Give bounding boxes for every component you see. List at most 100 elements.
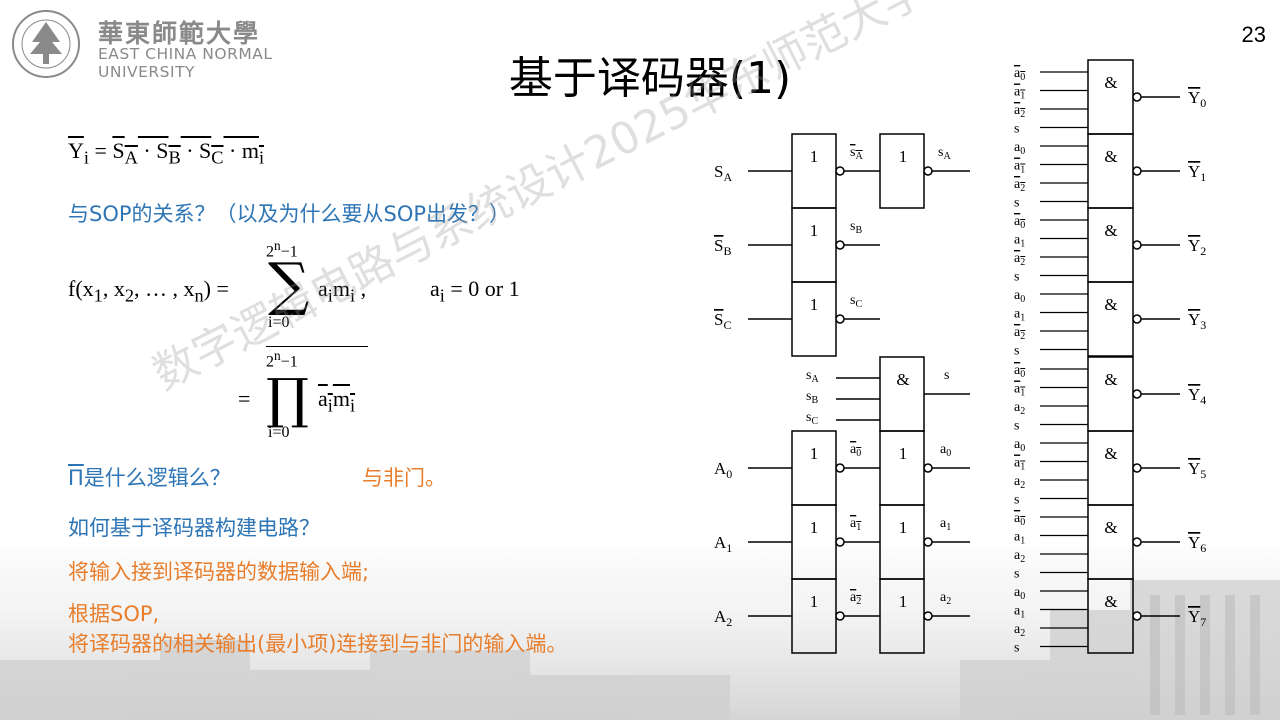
- sum-equation: f(x1, x2, … , xn) = 2n−1 ∑ i=0 aimi , ai…: [68, 238, 520, 331]
- gate-sa-inverter: [791, 133, 837, 209]
- gate-label: &: [1104, 592, 1117, 611]
- gate-label: 1: [810, 592, 819, 611]
- output-label-y2: Y2: [1188, 236, 1206, 258]
- step-1: 将输入接到译码器的数据输入端;: [68, 560, 370, 584]
- nand-input-label: s: [1014, 493, 1019, 508]
- nand-input-label: a1: [1014, 604, 1025, 621]
- gate-sc-buffer: [791, 281, 837, 357]
- pi-question: Π是什么逻辑么？: [68, 466, 231, 490]
- nand-input-label: a2: [1014, 251, 1025, 268]
- gate-y2-nand: [1087, 207, 1134, 283]
- nand-input-label: a0: [1014, 140, 1025, 157]
- gate-y7-nand: [1087, 578, 1134, 654]
- and-output-s: s: [944, 368, 949, 383]
- output-label-y5: Y5: [1188, 459, 1206, 481]
- gate-y5-nand: [1087, 430, 1134, 506]
- gate-label: 1: [810, 518, 819, 537]
- wire-label-a2: a2: [940, 590, 951, 607]
- nand-input-label: a1: [1014, 530, 1025, 547]
- nand-input-label: a0: [1014, 363, 1025, 380]
- page-number: 23: [1241, 22, 1266, 47]
- gate-a0-inverter: [791, 430, 837, 506]
- campus-skyline-background: [0, 540, 1280, 720]
- output-label-y3: Y3: [1188, 310, 1206, 332]
- gate-label: 1: [899, 518, 908, 537]
- nand-input-label: a0: [1014, 585, 1025, 602]
- output-label-y7: Y7: [1188, 607, 1206, 629]
- nand-input-label: a0: [1014, 288, 1025, 305]
- gate-label: &: [1104, 73, 1117, 92]
- nand-input-label: a0: [1014, 214, 1025, 231]
- nand-input-label: a1: [1014, 456, 1025, 473]
- logo-english-line1: EAST CHINA NORMAL: [98, 45, 273, 63]
- wire-label-sa: sA: [938, 145, 951, 162]
- step-3: 将译码器的相关输出(最小项)连接到与非门的输入端。: [68, 632, 568, 656]
- nand-input-label: a2: [1014, 103, 1025, 120]
- nand-input-label: a1: [1014, 159, 1025, 176]
- and-input-sc: sC: [806, 410, 818, 427]
- gate-label: 1: [899, 444, 908, 463]
- wire-label-a2-bar: a2: [850, 590, 861, 607]
- input-label-a1: A1: [714, 533, 732, 555]
- wire-label-a0-bar: a0: [850, 442, 861, 459]
- nand-input-label: a2: [1014, 548, 1025, 565]
- nand-input-label: a2: [1014, 400, 1025, 417]
- nand-input-label: a0: [1014, 437, 1025, 454]
- wire-label-a1-bar: a1: [850, 516, 861, 533]
- nand-input-label: a2: [1014, 622, 1025, 639]
- nand-input-label: s: [1014, 122, 1019, 137]
- output-label-y1: Y1: [1188, 162, 1206, 184]
- output-label-y6: Y6: [1188, 533, 1206, 555]
- gate-sa-second: [879, 133, 925, 209]
- wire-label-sa-bar: sA: [850, 145, 863, 162]
- and-input-sb: sB: [806, 389, 818, 406]
- nand-input-label: a2: [1014, 325, 1025, 342]
- gate-y6-nand: [1087, 504, 1134, 580]
- nand-input-label: s: [1014, 419, 1019, 434]
- gate-a1-second: [879, 504, 925, 580]
- gate-label: &: [1104, 370, 1117, 389]
- gate-label: 1: [810, 221, 819, 240]
- gate-label: &: [1104, 444, 1117, 463]
- gate-enable-and: [879, 356, 925, 432]
- input-label-sc: SC: [714, 310, 731, 332]
- nand-input-label: s: [1014, 270, 1019, 285]
- input-label-sa: SA: [714, 162, 732, 184]
- gate-label: 1: [810, 147, 819, 166]
- gate-label: &: [896, 370, 909, 389]
- wire-label-a1: a1: [940, 516, 951, 533]
- question-sop-relation: 与SOP的关系？（以及为什么要从SOP出发？）: [68, 202, 511, 226]
- nand-input-label: a2: [1014, 474, 1025, 491]
- nand-input-label: a0: [1014, 66, 1025, 83]
- nand-input-label: s: [1014, 641, 1019, 656]
- gate-sb-buffer: [791, 207, 837, 283]
- question-build-circuit: 如何基于译码器构建电路？: [68, 516, 320, 540]
- gate-a1-inverter: [791, 504, 837, 580]
- logo-english-line2: UNIVERSITY: [98, 63, 196, 81]
- slide-title: 基于译码器(1): [508, 53, 792, 104]
- logo-chinese-name: 華東師範大學: [98, 19, 261, 48]
- gate-y0-nand: [1087, 59, 1134, 135]
- gate-label: &: [1104, 518, 1117, 537]
- nand-input-label: s: [1014, 344, 1019, 359]
- pine-emblem-icon: [12, 10, 80, 78]
- nand-input-label: a0: [1014, 511, 1025, 528]
- nand-input-label: a1: [1014, 382, 1025, 399]
- gate-label: 1: [899, 147, 908, 166]
- gate-y3-nand: [1087, 281, 1134, 357]
- nand-input-label: s: [1014, 196, 1019, 211]
- nand-input-label: a1: [1014, 307, 1025, 324]
- gate-a2-inverter: [791, 578, 837, 654]
- nand-input-label: a2: [1014, 177, 1025, 194]
- input-label-sb: SB: [714, 236, 731, 258]
- gate-label: &: [1104, 147, 1117, 166]
- gate-y4-nand: [1087, 356, 1134, 432]
- nand-input-label: s: [1014, 567, 1019, 582]
- nand-input-label: a1: [1014, 85, 1025, 102]
- and-input-sa: sA: [806, 368, 819, 385]
- gate-y1-nand: [1087, 133, 1134, 209]
- decoder-logic-diagram: 1 1 1 1 1 1 1 & 1 1 1 & & & & & & & & SA…: [714, 59, 1206, 656]
- wire-label-a0: a0: [940, 442, 951, 459]
- input-label-a2: A2: [714, 607, 732, 629]
- gate-a2-second: [879, 578, 925, 654]
